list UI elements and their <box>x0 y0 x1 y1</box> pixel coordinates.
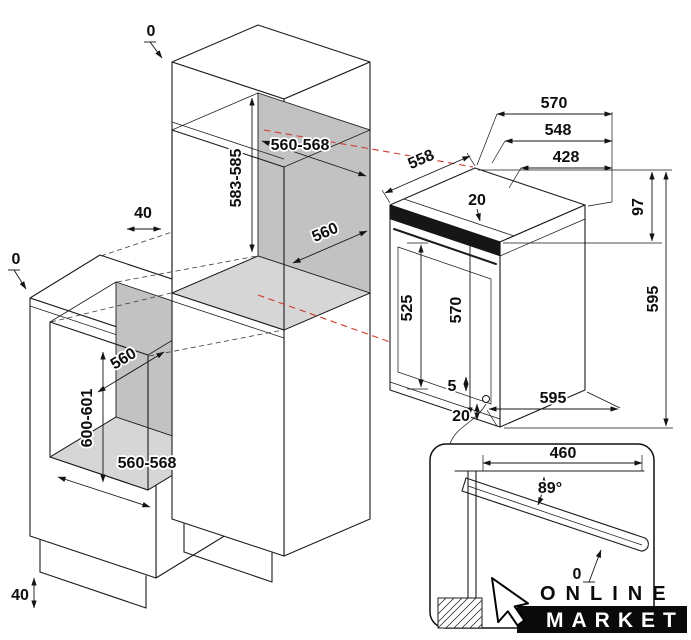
dim-door-width: 460 <box>550 445 577 462</box>
dim-oven-side-height: 525 <box>399 295 416 322</box>
oven-projection-bottom <box>257 294 391 343</box>
cursor-icon <box>491 577 530 627</box>
dim-oven-bottom-width: 595 <box>540 390 567 407</box>
dim-tall-zero: 0 <box>147 23 156 40</box>
dim-oven-top-offset: 20 <box>468 192 486 209</box>
logo-bar <box>517 606 687 633</box>
logo-text-online: ONLINE <box>540 583 676 605</box>
dim-door-angle: 89° <box>538 480 562 497</box>
oven-door-glass <box>397 246 492 405</box>
dim-oven-top-width-inner: 428 <box>553 149 580 166</box>
tall-cabinet <box>170 24 372 583</box>
dim-oven-top-width: 570 <box>541 95 568 112</box>
dim-base-niche-width: 560-568 <box>118 455 177 472</box>
door-pivot-marker <box>482 395 490 403</box>
dim-oven-front-height: 570 <box>448 297 465 324</box>
oven <box>389 167 586 428</box>
dim-oven-top-depth: 558 <box>406 147 437 173</box>
dim-door-floor-gap: 0 <box>573 566 582 583</box>
dim-oven-top-width-mid: 548 <box>545 122 572 139</box>
door-detail-inset: 460 89° 0 <box>429 403 655 629</box>
dim-tall-niche-height: 583-585 <box>228 149 245 208</box>
dim-oven-bottom-gap: 5 <box>448 378 457 395</box>
logo-text-market: MARKET <box>546 609 684 632</box>
dim-base-zero: 0 <box>12 251 21 268</box>
dim-oven-panel-height: 97 <box>630 198 647 216</box>
dim-oven-bottom-offset: 20 <box>452 408 470 425</box>
section-hatch <box>437 597 483 629</box>
dim-tall-niche-width: 560-568 <box>271 137 330 154</box>
dim-base-niche-height: 600-601 <box>79 389 96 448</box>
logo: ONLINE MARKET <box>491 577 687 633</box>
dim-base-plinth: 40 <box>11 587 29 604</box>
dim-oven-overall-height: 595 <box>645 286 662 313</box>
dim-tall-gap: 40 <box>134 205 152 222</box>
